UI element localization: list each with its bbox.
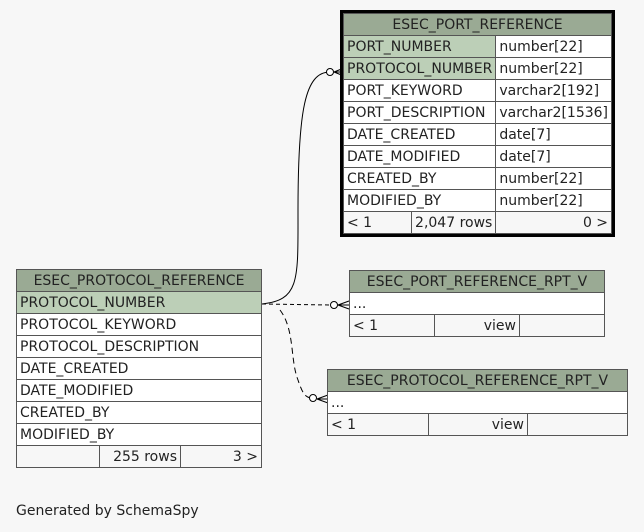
column-name: CREATED_BY	[16, 401, 262, 424]
relationship-crowsfoot	[316, 394, 329, 404]
column-name: DATE_CREATED	[342, 123, 497, 146]
column-name: ...	[327, 391, 628, 414]
column-name: ...	[349, 292, 605, 315]
entity-title[interactable]: ESEC_PORT_REFERENCE_RPT_V	[349, 270, 605, 293]
column-name: DATE_MODIFIED	[342, 145, 497, 168]
relationship-line-port-protocol	[261, 71, 331, 305]
relationship-crowsfoot	[337, 300, 350, 310]
relationship-endpoint-optional	[330, 301, 338, 309]
column-type: number[22]	[495, 57, 613, 80]
entity-esec-protocol-reference-rpt-v[interactable]: ESEC_PROTOCOL_REFERENCE_RPT_V ... < 1 vi…	[327, 369, 628, 436]
row-count: 255 rows	[99, 445, 181, 468]
entity-esec-port-reference-rpt-v[interactable]: ESEC_PORT_REFERENCE_RPT_V ... < 1 view	[349, 270, 605, 337]
column-type: date[7]	[495, 123, 613, 146]
parents-count[interactable]: < 1	[327, 413, 429, 436]
relationship-line-protocol-rpt	[279, 309, 313, 399]
column-name: PORT_KEYWORD	[342, 79, 497, 102]
children-count[interactable]: 3 >	[180, 445, 262, 468]
relationship-line-port-rpt	[261, 303, 331, 306]
column-type: number[22]	[495, 35, 613, 58]
column-name: PORT_DESCRIPTION	[342, 101, 497, 124]
column-name: PORT_NUMBER	[342, 35, 497, 58]
row-count: view	[434, 314, 520, 337]
relationship-endpoint-optional	[326, 68, 334, 76]
column-type: varchar2[192]	[495, 79, 613, 102]
children-count[interactable]	[519, 314, 605, 337]
entity-title[interactable]: ESEC_PROTOCOL_REFERENCE_RPT_V	[327, 369, 628, 392]
column-name: CREATED_BY	[342, 167, 497, 190]
column-type: varchar2[1536]	[495, 101, 613, 124]
column-type: date[7]	[495, 145, 613, 168]
relationship-endpoint-optional	[309, 394, 317, 402]
column-name: PROTOCOL_NUMBER	[16, 291, 262, 314]
parents-count[interactable]: < 1	[342, 211, 413, 234]
column-name: PROTOCOL_KEYWORD	[16, 313, 262, 336]
parents-count[interactable]: < 1	[349, 314, 435, 337]
column-name: PROTOCOL_NUMBER	[342, 57, 497, 80]
column-type: number[22]	[495, 167, 613, 190]
children-count[interactable]	[527, 413, 628, 436]
row-count: view	[428, 413, 528, 436]
row-count: 2,047 rows	[411, 211, 497, 234]
parents-count[interactable]	[16, 445, 100, 468]
column-name: DATE_MODIFIED	[16, 379, 262, 402]
entity-title[interactable]: ESEC_PORT_REFERENCE	[342, 13, 613, 36]
children-count[interactable]: 0 >	[495, 211, 613, 234]
column-name: MODIFIED_BY	[342, 189, 497, 212]
relationship-crowsfoot	[333, 67, 345, 77]
column-name: PROTOCOL_DESCRIPTION	[16, 335, 262, 358]
column-name: DATE_CREATED	[16, 357, 262, 380]
entity-esec-protocol-reference[interactable]: ESEC_PROTOCOL_REFERENCE PROTOCOL_NUMBER …	[16, 269, 262, 468]
column-name: MODIFIED_BY	[16, 423, 262, 446]
entity-title[interactable]: ESEC_PROTOCOL_REFERENCE	[16, 269, 262, 292]
column-type: number[22]	[495, 189, 613, 212]
generated-by-label: Generated by SchemaSpy	[16, 503, 199, 519]
